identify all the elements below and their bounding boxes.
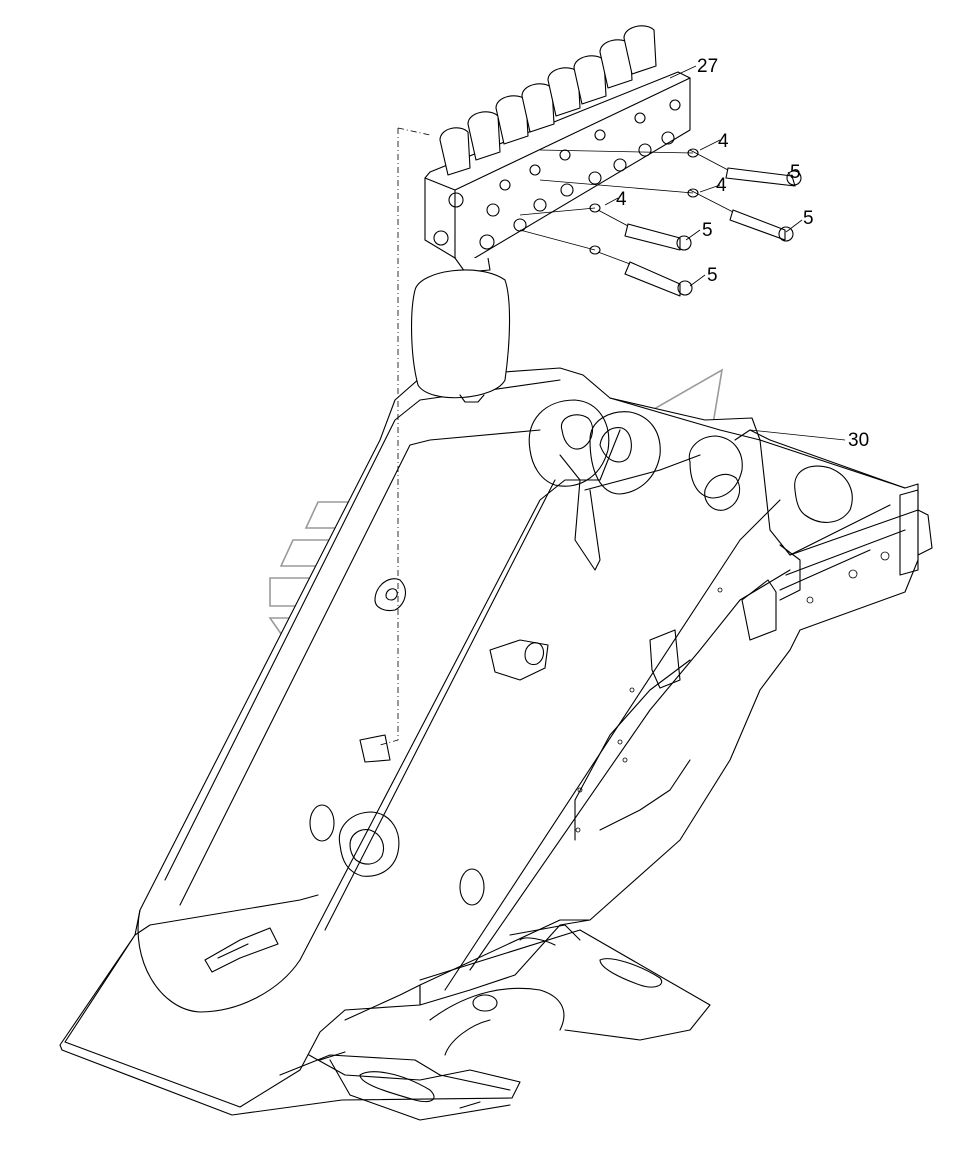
callout-5-middle: 5 [702,220,713,241]
solenoid-coils [439,25,657,176]
callout-4-lower: 4 [616,189,627,210]
assembly-guide-line [379,127,431,746]
main-frame [59,367,933,1121]
callout-27: 27 [697,56,718,77]
callout-5-lower: 5 [707,265,718,286]
bolt-set [519,148,802,297]
callout-4-middle: 4 [716,175,727,196]
callout-5-upper: 5 [790,162,801,183]
valve-block-assembly [411,25,691,403]
callout-30: 30 [848,430,869,451]
callout-labels: 27 30 4 4 4 5 5 5 5 [616,56,869,451]
callout-4-upper: 4 [718,131,729,152]
leader-lines [604,65,846,441]
callout-5-right: 5 [803,208,814,229]
